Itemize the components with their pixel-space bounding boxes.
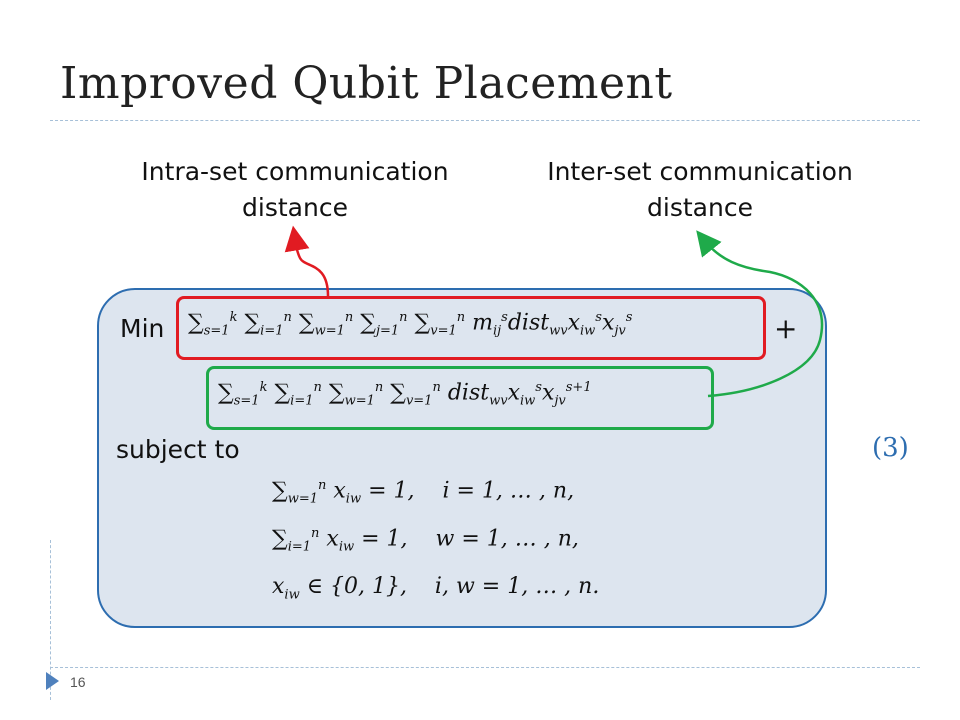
inter-set-arrow (696, 230, 824, 398)
objective-term-intra: ∑s=1k ∑i=1n ∑w=1n ∑j=1n ∑v=1n mijsdistwv… (188, 310, 633, 339)
page-number: 16 (70, 674, 86, 690)
min-label: Min (120, 314, 165, 343)
footer-vertical-rule (50, 540, 51, 700)
intra-set-arrow (284, 225, 330, 297)
slide-title: Improved Qubit Placement (60, 58, 673, 109)
title-divider (50, 120, 920, 121)
formulation-box (97, 288, 827, 628)
constraint-column-sum: ∑i=1n xiw = 1, w = 1, … , n, (272, 526, 579, 555)
intra-set-highlight (176, 296, 766, 360)
footer-divider (50, 667, 920, 668)
objective-term-inter: ∑s=1k ∑i=1n ∑w=1n ∑v=1n distwvxiwsxjvs+1 (218, 380, 592, 409)
inter-set-callout: Inter-set communication distance (547, 157, 853, 222)
equation-number: (3) (872, 433, 909, 463)
plus-sign: + (774, 312, 798, 345)
constraint-row-sum: ∑w=1n xiw = 1, i = 1, … , n, (272, 478, 575, 507)
footer-arrow-icon (46, 672, 59, 690)
subject-to-label: subject to (116, 435, 240, 464)
inter-set-highlight (206, 366, 714, 430)
constraint-binary: xiw ∈ {0, 1}, i, w = 1, … , n. (272, 574, 600, 603)
intra-set-callout: Intra-set communication distance (141, 157, 449, 222)
